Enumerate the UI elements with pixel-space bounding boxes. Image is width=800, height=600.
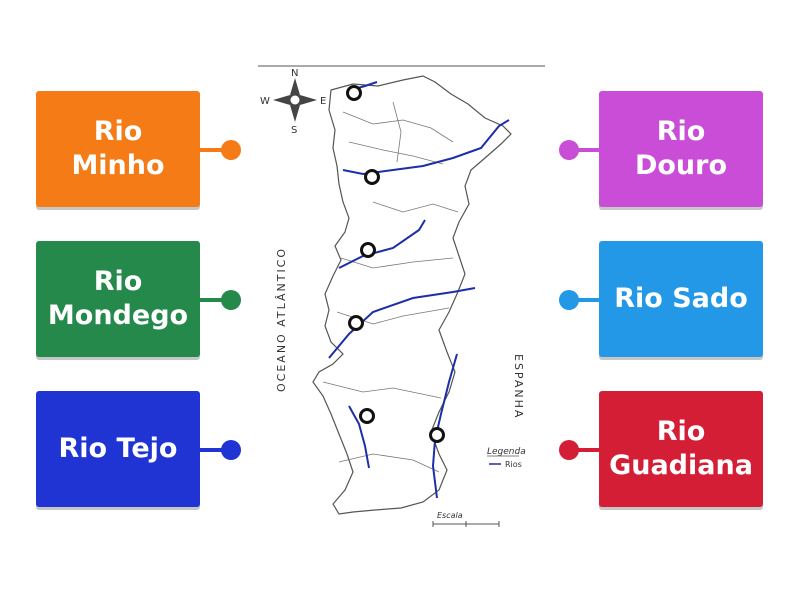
drop-target-circle[interactable] <box>348 315 364 331</box>
connector-line <box>574 448 600 452</box>
compass-s: S <box>291 125 297 136</box>
connector-line <box>200 448 226 452</box>
map-scale: Escala <box>432 511 500 527</box>
ocean-label: OCEANO ATLÂNTICO <box>275 247 288 392</box>
connector-dot[interactable] <box>559 290 579 310</box>
river-mondego <box>338 219 426 269</box>
connector-line <box>574 148 600 152</box>
scale-label: Escala <box>437 511 463 520</box>
district-border <box>340 257 454 269</box>
river-sado <box>348 405 370 469</box>
card-label: Rio Sado <box>614 283 748 314</box>
spain-label: ESPANHA <box>512 354 525 419</box>
district-border <box>342 111 454 143</box>
portugal-map: N S E W OCEANO ATLÂNTICO ESPANHA Legenda… <box>253 62 548 534</box>
drop-target-circle[interactable] <box>346 85 362 101</box>
river-tejo <box>328 287 476 359</box>
card-rio-guadiana[interactable]: Rio Guadiana <box>599 391 763 507</box>
card-rio-douro[interactable]: Rio Douro <box>599 91 763 207</box>
compass-w: W <box>260 96 270 107</box>
connector-dot[interactable] <box>559 440 579 460</box>
card-rio-minho[interactable]: Rio Minho <box>36 91 200 207</box>
connector-dot[interactable] <box>559 140 579 160</box>
district-border <box>322 381 442 399</box>
card-label: Rio Douro <box>634 116 728 181</box>
connector-line <box>574 298 600 302</box>
connector-line <box>200 298 226 302</box>
card-label: Rio Mondego <box>47 266 189 331</box>
drop-target-circle[interactable] <box>429 427 445 443</box>
map-svg: N S E W OCEANO ATLÂNTICO ESPANHA Legenda… <box>258 65 545 527</box>
district-border <box>338 453 440 473</box>
connector-dot[interactable] <box>221 440 241 460</box>
legend-title: Legenda <box>487 447 526 457</box>
portugal-outline <box>312 75 512 515</box>
river-guadiana <box>431 353 458 499</box>
card-rio-mondego[interactable]: Rio Mondego <box>36 241 200 357</box>
card-rio-sado[interactable]: Rio Sado <box>599 241 763 357</box>
drop-target-circle[interactable] <box>364 169 380 185</box>
compass-n: N <box>291 68 298 79</box>
connector-line <box>200 148 226 152</box>
drop-target-circle[interactable] <box>359 408 375 424</box>
card-label: Rio Guadiana <box>609 416 753 481</box>
connector-dot[interactable] <box>221 140 241 160</box>
district-border <box>392 101 402 163</box>
card-rio-tejo[interactable]: Rio Tejo <box>36 391 200 507</box>
card-label: Rio Tejo <box>58 433 178 464</box>
compass-e: E <box>320 96 326 107</box>
drop-target-circle[interactable] <box>360 242 376 258</box>
compass-rose-icon: N S E W <box>260 68 326 136</box>
card-label: Rio Minho <box>71 116 165 181</box>
connector-dot[interactable] <box>221 290 241 310</box>
map-legend: Legenda Rios <box>487 447 526 469</box>
legend-rios: Rios <box>505 460 522 469</box>
district-border <box>372 201 459 213</box>
